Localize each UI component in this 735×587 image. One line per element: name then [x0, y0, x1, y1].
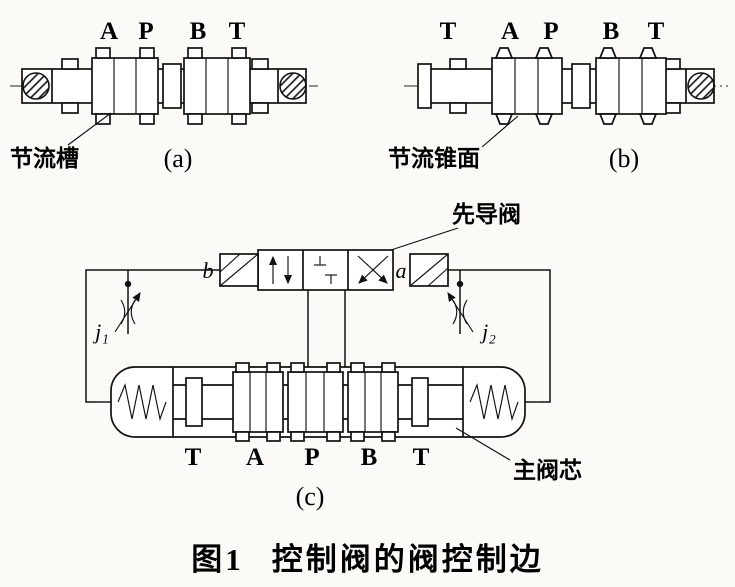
port-label-c-4: T: [413, 444, 430, 471]
port-label-a-0: A: [100, 18, 118, 45]
solenoid-label-a: a: [396, 258, 407, 283]
annotation-throttle-groove: 节流槽: [10, 145, 79, 171]
solenoid-right-icon: [409, 253, 449, 287]
sublabel-a: (a): [164, 144, 193, 173]
main-land-cluster-2: [287, 362, 344, 442]
sublabel-c: (c): [296, 482, 325, 511]
land-cluster-b1: [491, 47, 563, 125]
sublabel-b: (b): [609, 144, 639, 173]
figure-number: 图1: [191, 542, 244, 577]
annotation-b: 节流锥面 (b): [388, 115, 639, 173]
spring-right-icon: [469, 383, 519, 422]
throttle-valve-j2: j₂: [447, 290, 496, 344]
throttle-label-j1: j₁: [92, 319, 109, 344]
annotation-a: 节流槽 (a): [10, 112, 193, 173]
port-label-a-2: B: [190, 18, 207, 45]
pilot-valve-symbol: b a: [203, 249, 449, 291]
hatched-end-left: [22, 72, 50, 100]
port-label-c-0: T: [185, 444, 202, 471]
figure-title: 控制阀的阀控制边: [271, 542, 544, 577]
hatched-end-right: [279, 72, 307, 100]
port-label-c-1: A: [246, 444, 264, 471]
diagram-b: T A P B T: [388, 18, 728, 173]
spool-body-b: [417, 58, 715, 114]
diagram-a: A P B T: [10, 18, 318, 173]
leader-line-b: [481, 115, 519, 148]
pilot-valve-label: 先导阀: [452, 201, 521, 227]
port-label-a-3: T: [229, 18, 246, 45]
port-label-c-3: B: [361, 444, 378, 471]
port-label-b-0: T: [440, 18, 457, 45]
main-land-cluster-1: [232, 362, 284, 442]
main-spool-annotation: 主阀芯 (c): [296, 427, 582, 511]
junction-dot-left: [124, 280, 132, 288]
pilot-valve-annotation: 先导阀: [387, 201, 521, 252]
port-label-b-2: P: [543, 18, 558, 45]
annotation-throttle-cone: 节流锥面: [388, 145, 480, 171]
land-cluster-a2: [183, 47, 251, 125]
diagram-c: 先导阀 b: [85, 201, 582, 511]
leader-line-pilot: [387, 227, 459, 252]
spool-body-a: [21, 58, 307, 114]
main-spool-label: 主阀芯: [513, 457, 582, 483]
port-label-b-4: T: [648, 18, 665, 45]
solenoid-left-icon: [219, 253, 259, 287]
port-label-a-1: P: [138, 18, 153, 45]
figure-caption: 图1 控制阀的阀控制边: [0, 534, 735, 579]
throttle-label-j2: j₂: [479, 319, 496, 344]
port-label-c-2: P: [304, 444, 319, 471]
port-label-b-1: A: [501, 18, 519, 45]
port-labels-b: T A P B T: [440, 18, 665, 45]
throttle-valve-j1: j₁: [92, 290, 141, 344]
hatched-end-right: [687, 72, 715, 100]
leader-line-main-spool: [455, 427, 511, 461]
port-labels-a: A P B T: [100, 18, 246, 45]
junction-dot-right: [456, 280, 464, 288]
leader-line-a: [67, 112, 112, 146]
spring-left-icon: [117, 383, 167, 422]
land-cluster-b2: [595, 47, 667, 125]
land-cluster-a1: [91, 47, 159, 125]
port-label-b-3: B: [603, 18, 620, 45]
port-labels-c: T A P B T: [185, 444, 430, 471]
main-land-cluster-3: [347, 362, 399, 442]
